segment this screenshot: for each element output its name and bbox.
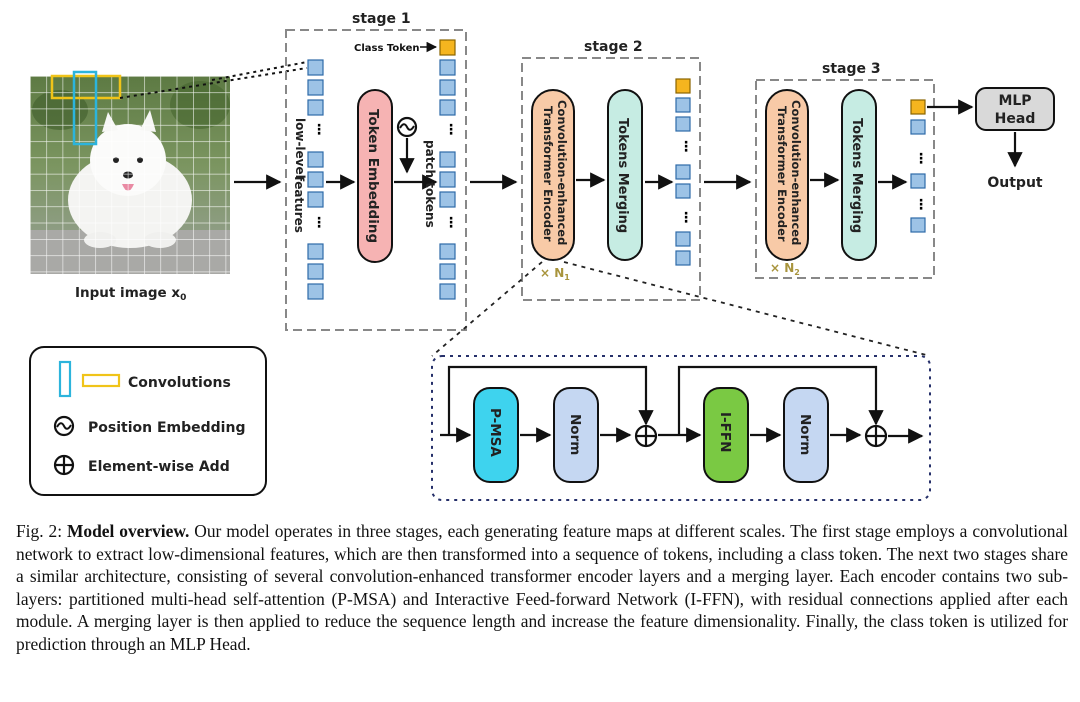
mlp-head-label-line1: MLP [998, 93, 1031, 109]
projection-line [211, 61, 308, 81]
tokens-merging-label-stage3: Tokens Merging [849, 118, 864, 233]
stage2-label: stage 2 [584, 39, 643, 55]
conv-vertical-kernel-icon [58, 360, 72, 398]
caption-prefix: Fig. 2: [16, 521, 67, 541]
encoder-block-stage2 [531, 89, 575, 261]
patch-tokens: ⋮ ⋮ [439, 59, 458, 300]
output-label: Output [987, 175, 1043, 191]
svg-text:⋮: ⋮ [679, 210, 693, 226]
iffn-label: I-FFN [717, 412, 733, 452]
caption-body: Our model operates in three stages, each… [16, 521, 1068, 654]
stage2-box [521, 57, 701, 301]
stage1-box [285, 29, 467, 331]
patch-tokens-label: patch tokens [423, 140, 437, 228]
residual-connection [677, 365, 884, 435]
stage1-label: stage 1 [352, 11, 411, 27]
repeat-n2-label: × N2 [770, 261, 800, 277]
svg-text:⋮: ⋮ [312, 122, 326, 138]
svg-text:⋮: ⋮ [914, 197, 928, 213]
model-overview-diagram: Input image x0 stage 1 ⋮ ⋮ low-level fea… [29, 11, 1055, 501]
pmsa-block [473, 387, 519, 483]
mlp-head-block [975, 87, 1055, 131]
stage3-label: stage 3 [822, 61, 881, 77]
class-token [439, 39, 456, 56]
norm1-label: Norm [567, 414, 583, 455]
encoder-label-line2: Transformer Encoder [541, 106, 555, 242]
iffn-block [703, 387, 749, 483]
svg-text:⋮: ⋮ [444, 122, 458, 138]
encoder-label-line1: Convolution-enhanced [555, 100, 569, 245]
norm-block-1 [553, 387, 599, 483]
encoder-label-line2-stage3: Transformer Encoder [775, 106, 789, 242]
encoder-block-stage3 [765, 89, 809, 261]
stage3-output-tokens: ⋮ ⋮ [910, 99, 928, 233]
residual-connection [447, 365, 654, 435]
input-image [30, 70, 230, 274]
pmsa-label: P-MSA [487, 408, 503, 457]
figure-caption: Fig. 2: Model overview. Our model operat… [16, 520, 1068, 655]
caption-title: Model overview. [67, 521, 190, 541]
add-icon [864, 424, 888, 448]
low-level-features-label-2: features [292, 176, 306, 233]
svg-text:⋮: ⋮ [444, 215, 458, 231]
legend-convolutions: Convolutions [128, 375, 231, 391]
norm-block-2 [783, 387, 829, 483]
encoder-label-line1-stage3: Convolution-enhanced [789, 100, 803, 245]
zoom-line [563, 261, 931, 357]
low-level-feature-tokens: ⋮ ⋮ [307, 59, 326, 300]
legend-box [29, 346, 267, 496]
input-image-label: Input image x0 [75, 285, 186, 303]
svg-text:⋮: ⋮ [679, 139, 693, 155]
position-embedding-icon [396, 116, 418, 138]
svg-text:⋮: ⋮ [914, 151, 928, 167]
add-icon [634, 424, 658, 448]
tokens-merging-label-stage2: Tokens Merging [615, 118, 630, 233]
repeat-n1-label: × N1 [540, 266, 570, 282]
mlp-head-label-line2: Head [995, 111, 1036, 127]
tokens-merging-block-stage3 [841, 89, 877, 261]
zoom-line [431, 261, 543, 357]
norm2-label: Norm [797, 414, 813, 455]
svg-text:⋮: ⋮ [312, 215, 326, 231]
class-token-label: Class Token [354, 43, 420, 54]
stage2-output-tokens: ⋮ ⋮ [675, 78, 693, 266]
stage3-box [755, 79, 935, 279]
position-embedding-icon [53, 415, 75, 437]
legend-position-embedding: Position Embedding [88, 420, 245, 436]
token-embedding-block [357, 89, 393, 263]
add-icon [53, 454, 75, 476]
conv-horizontal-kernel-icon [81, 373, 121, 388]
encoder-detail-box [431, 355, 931, 501]
legend-element-wise-add: Element-wise Add [88, 459, 230, 475]
tokens-merging-block-stage2 [607, 89, 643, 261]
token-embedding-label: Token Embedding [365, 109, 381, 243]
low-level-features-label: low-level [293, 118, 307, 179]
